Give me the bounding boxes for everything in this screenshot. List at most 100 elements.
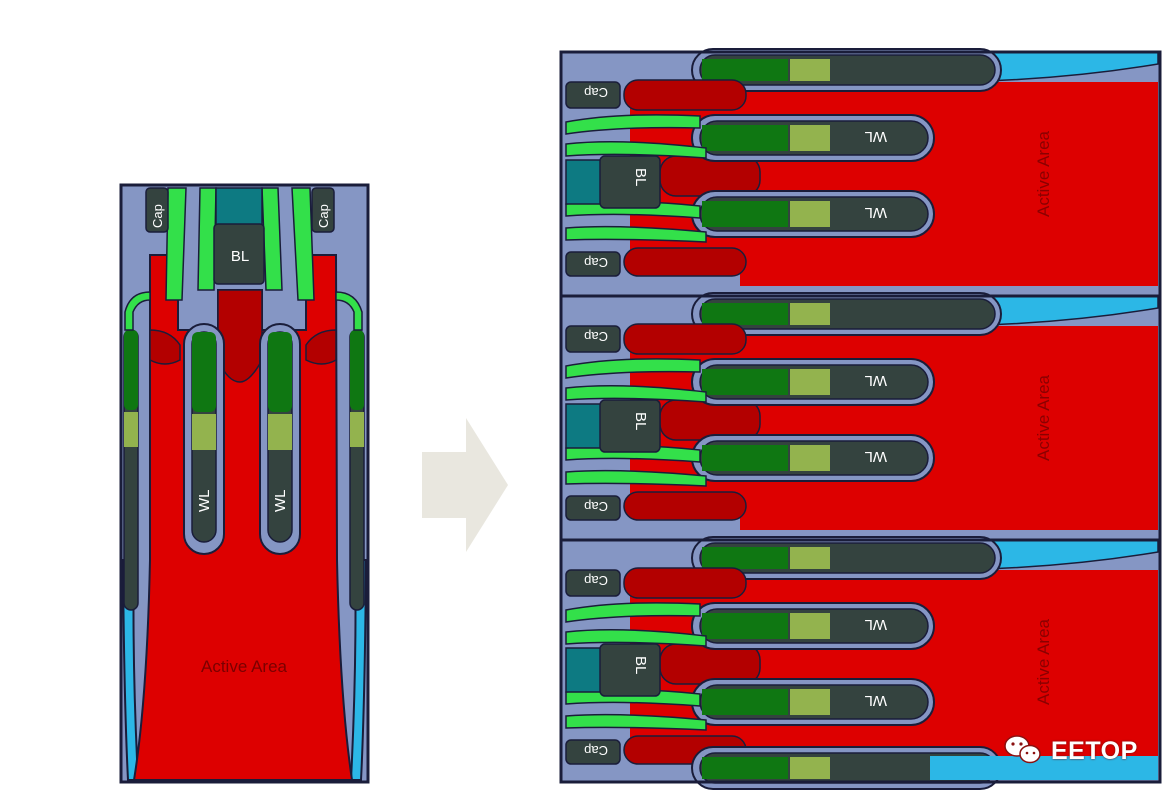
tile-2-cap-top xyxy=(565,325,621,353)
wordline-olive-3-top xyxy=(790,547,830,569)
tile-1-cap-contact-top xyxy=(623,79,747,111)
bitline-body xyxy=(213,223,265,285)
wordline-olive-3-a xyxy=(790,613,830,639)
tile-3-cap-label-bottom: Cap xyxy=(584,743,608,758)
wl-label-1: WL xyxy=(196,490,213,513)
left-cell-cross-section: BL Cap Cap WL WL Active Area xyxy=(119,183,370,784)
tile-2-bitline-teal xyxy=(565,403,603,449)
wordline-olive-1-a xyxy=(790,125,830,151)
wordline-green-2-top xyxy=(702,303,788,325)
tile-1-wl-label-b: WL xyxy=(865,204,888,221)
tile-2-cap-bottom xyxy=(565,495,621,521)
left-cap xyxy=(145,187,169,233)
tile-1-cap-label-top: Cap xyxy=(584,85,608,100)
tile-1-bitline-teal xyxy=(565,159,603,205)
wordline-olive-3-b xyxy=(790,689,830,715)
tile-3-cap-label-top: Cap xyxy=(584,573,608,588)
right-cap-label: Cap xyxy=(316,204,331,228)
tile-2-wl-label-a: WL xyxy=(865,372,888,389)
wordline-fin-2-green xyxy=(268,332,292,412)
tile-2-spacer-a xyxy=(565,358,701,379)
tile-1-active-area-label: Active Area xyxy=(1034,130,1053,217)
wl-label-2: WL xyxy=(272,490,289,513)
tile-3-bl-label: BL xyxy=(632,656,649,674)
tile-2-spacer-d xyxy=(565,469,707,487)
tile-2-spacer-b xyxy=(565,385,707,403)
watermark-text: EETOP xyxy=(1051,736,1138,765)
wordline-green-1-a xyxy=(702,125,788,151)
left-cap-label: Cap xyxy=(150,204,165,228)
wordline-olive-2-top xyxy=(790,303,830,325)
wordline-olive-1-top xyxy=(790,59,830,81)
bitline-teal-top xyxy=(215,187,263,227)
left-contact-dark-red xyxy=(149,329,181,365)
tile-2-cap-contact-top xyxy=(623,323,747,355)
tile-3-spacer-a xyxy=(565,602,701,623)
wordline-olive-2-a xyxy=(790,369,830,395)
wordline-green-1-b xyxy=(702,201,788,227)
tile-2-active-area-label: Active Area xyxy=(1034,374,1053,461)
tile-3-cap-contact-top xyxy=(623,567,747,599)
right-arrow-icon xyxy=(422,418,508,552)
tile-1-spacer-a xyxy=(565,114,701,135)
active-area-label: Active Area xyxy=(201,657,288,676)
left-edge-wordline-olive xyxy=(124,412,138,447)
tile-1-spacer-b xyxy=(565,141,707,159)
bl-label: BL xyxy=(231,248,249,265)
bl-right-spacer-light-green xyxy=(261,187,283,291)
wordline-green-2-a xyxy=(702,369,788,395)
right-cap xyxy=(311,187,335,233)
tile-3-active-area-label: Active Area xyxy=(1034,618,1053,705)
tile-3-cap-top xyxy=(565,569,621,597)
tile-2-cap-label-top: Cap xyxy=(584,329,608,344)
right-edge-wordline-green xyxy=(350,330,364,410)
bottom-cyan-region xyxy=(930,756,1158,780)
wordline-green-3-a xyxy=(702,613,788,639)
tile-1-cap-contact-bottom xyxy=(623,247,747,277)
wordline-fin-2-olive xyxy=(268,414,292,450)
right-panel-border xyxy=(559,50,1162,784)
right-spacer-light-green xyxy=(291,187,315,301)
tile-1-bitline xyxy=(599,155,661,209)
watermark: EETOP xyxy=(1003,733,1138,769)
tile-2-cap-contact-bottom xyxy=(623,491,747,521)
bl-left-spacer-light-green xyxy=(197,187,217,291)
left-spacer-light-green xyxy=(165,187,187,301)
wechat-icon xyxy=(1004,735,1041,764)
tile-3-spacer-b xyxy=(565,629,707,647)
wordline-fin-1-green xyxy=(192,332,216,412)
tile-3-bitline-teal xyxy=(565,647,603,693)
wordline-fin-1-olive xyxy=(192,414,216,450)
tile-3-wl-label-a: WL xyxy=(865,616,888,633)
right-contact-dark-red xyxy=(305,329,337,365)
wordline-green-3-b xyxy=(702,689,788,715)
wordline-green-1-top xyxy=(702,59,788,81)
tile-1-wl-label-a: WL xyxy=(865,128,888,145)
wordline-green-2-b xyxy=(702,445,788,471)
tile-3-cap-bottom xyxy=(565,739,621,765)
wordline-olive-bottom xyxy=(790,757,830,779)
tile-1-cap-bottom xyxy=(565,251,621,277)
tile-2-bitline xyxy=(599,399,661,453)
tile-3-wl-label-b: WL xyxy=(865,692,888,709)
right-hook-light-green xyxy=(335,291,363,331)
tile-2-bl-label: BL xyxy=(632,412,649,430)
wordline-green-bottom xyxy=(702,757,788,779)
wordline-olive-1-b xyxy=(790,201,830,227)
tile-1-spacer-d xyxy=(565,225,707,243)
tile-1-cap-label-bottom: Cap xyxy=(584,255,608,270)
tile-1-active-area xyxy=(740,82,1158,286)
tile-3-spacer-d xyxy=(565,713,707,731)
left-edge-wordline-green xyxy=(124,330,138,410)
tile-2-wl-label-b: WL xyxy=(865,448,888,465)
tile-3-bitline xyxy=(599,643,661,697)
tile-2-active-area xyxy=(740,326,1158,530)
tile-2-cap-label-bottom: Cap xyxy=(584,499,608,514)
wordline-olive-2-b xyxy=(790,445,830,471)
wordline-green-3-top xyxy=(702,547,788,569)
right-edge-wordline-olive xyxy=(350,412,364,447)
tile-1-bl-label: BL xyxy=(632,168,649,186)
left-hook-light-green xyxy=(124,291,151,331)
